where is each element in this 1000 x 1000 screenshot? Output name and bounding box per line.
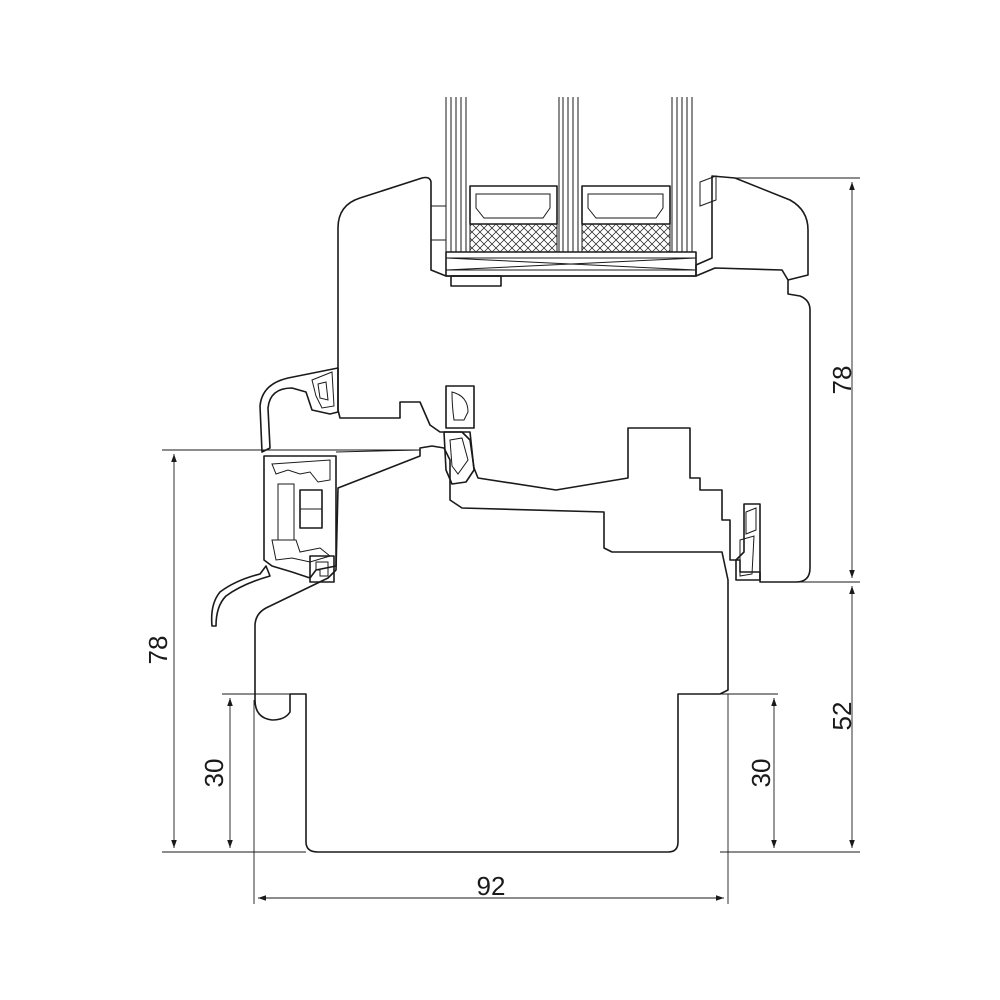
dimension-total-width: 92 — [253, 694, 729, 904]
dimension-label-left-groove: 30 — [199, 759, 229, 788]
dimension-label-right-groove: 30 — [746, 759, 776, 788]
dimension-label-frame-height: 78 — [143, 636, 173, 665]
sash-weather-lip — [259, 367, 339, 453]
frame-profile — [210, 445, 729, 853]
sash-gasket-right — [735, 503, 761, 581]
spacer-bar-right — [581, 185, 671, 253]
dimension-left-groove: 30 — [199, 693, 306, 848]
sash-gasket-center — [443, 385, 475, 485]
dimension-sash-height: 78 — [735, 177, 860, 583]
spacer-bar-left — [469, 185, 558, 253]
glass-pane-middle — [558, 97, 579, 252]
dimension-right-groove: 30 — [678, 693, 778, 848]
glass-pane-outer — [445, 97, 467, 252]
glass-pane-inner — [671, 97, 693, 252]
dimension-frame-height: 78 — [143, 449, 420, 853]
glazing-unit — [445, 97, 697, 287]
sash-profile — [337, 175, 811, 583]
glazing-block — [445, 251, 697, 287]
dimension-label-frame-lower: 52 — [827, 702, 857, 731]
dimension-label-total-width: 92 — [477, 871, 506, 901]
dimension-label-sash-height: 78 — [827, 366, 857, 395]
dimension-frame-lower: 52 — [720, 586, 860, 853]
